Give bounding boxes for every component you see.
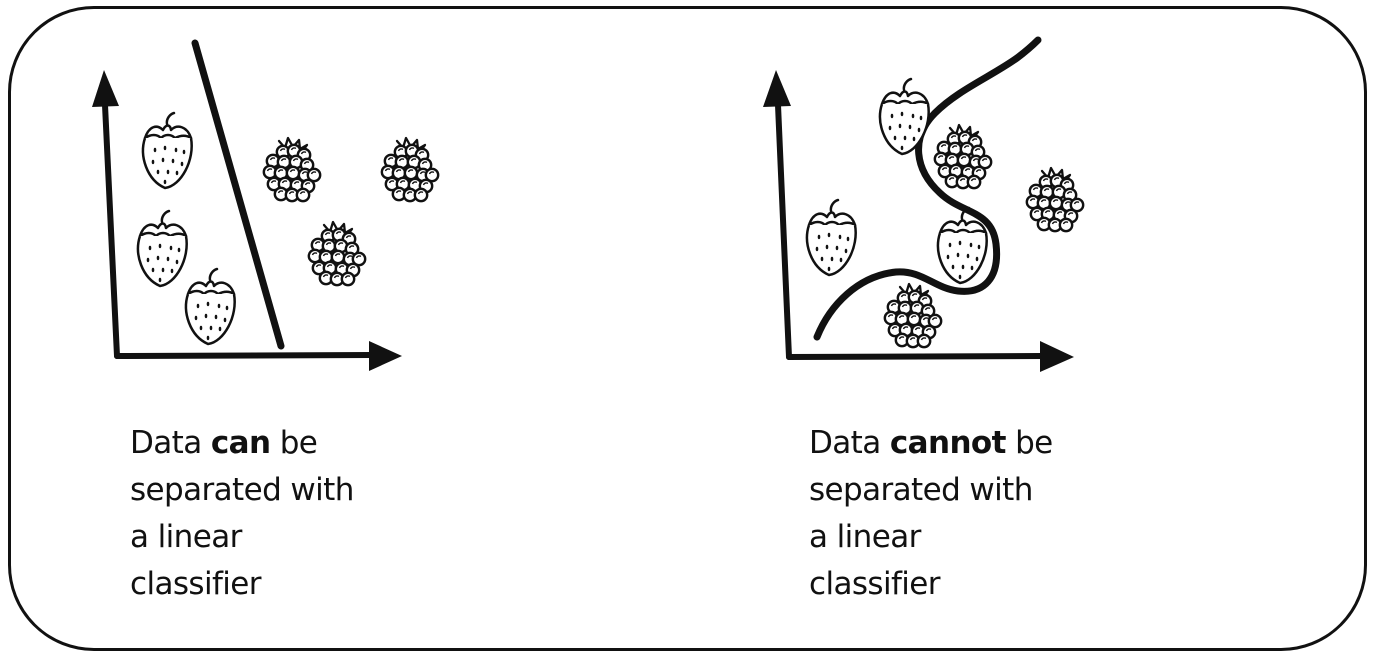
caption-word: Data <box>130 425 202 461</box>
left-y-axis <box>92 70 120 359</box>
raspberry-icon <box>382 138 438 201</box>
rounded-frame <box>8 6 1367 651</box>
caption-word: Data <box>809 425 881 461</box>
raspberry-icon <box>885 284 941 347</box>
caption-line: a linear <box>130 519 242 555</box>
caption-line: a linear <box>809 519 921 555</box>
caption-line: separated with <box>130 472 354 508</box>
strawberry-icon <box>136 209 188 288</box>
caption-word: be <box>279 425 318 461</box>
left-plot <box>92 39 438 371</box>
right-plot <box>763 36 1083 372</box>
strawberry-icon <box>805 198 857 277</box>
caption-line: classifier <box>130 566 262 602</box>
caption-line: classifier <box>809 566 941 602</box>
right-x-axis <box>786 341 1074 372</box>
caption-line: separated with <box>809 472 1033 508</box>
linear-boundary <box>191 39 285 350</box>
caption-emphasis: cannot <box>889 425 1007 461</box>
caption-emphasis: can <box>210 425 271 461</box>
strawberry-icon <box>184 267 236 346</box>
raspberry-icon <box>264 138 320 201</box>
caption-word: be <box>1015 425 1053 461</box>
right-caption: Data cannot be separated with a linear c… <box>809 420 1053 608</box>
raspberry-icon <box>935 125 991 188</box>
right-y-axis <box>763 70 792 360</box>
left-caption: Data can be separated with a linear clas… <box>130 420 354 608</box>
nonlinear-boundary <box>813 36 1042 341</box>
raspberry-icon <box>1027 168 1083 231</box>
strawberry-icon <box>141 111 193 190</box>
raspberry-icon <box>309 222 365 285</box>
left-x-axis <box>114 341 402 371</box>
